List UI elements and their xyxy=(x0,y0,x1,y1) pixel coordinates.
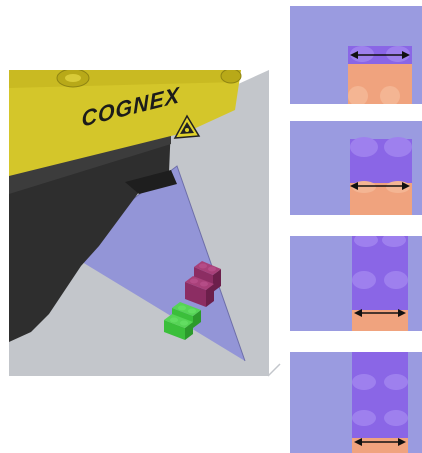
main-3d-view[interactable]: COGNEX xyxy=(9,70,269,376)
purple-brick xyxy=(352,352,408,442)
scene-canvas: COGNEX xyxy=(9,70,269,376)
purple-brick xyxy=(352,236,408,316)
measurement-panel-1[interactable] xyxy=(290,6,422,104)
floor-edge xyxy=(268,362,282,378)
measurement-panel-2[interactable] xyxy=(290,121,422,215)
purple-brick xyxy=(350,137,412,187)
measurement-panel-3[interactable] xyxy=(290,236,422,331)
mount-hole xyxy=(221,70,241,83)
measurement-panel-4[interactable] xyxy=(290,352,422,453)
